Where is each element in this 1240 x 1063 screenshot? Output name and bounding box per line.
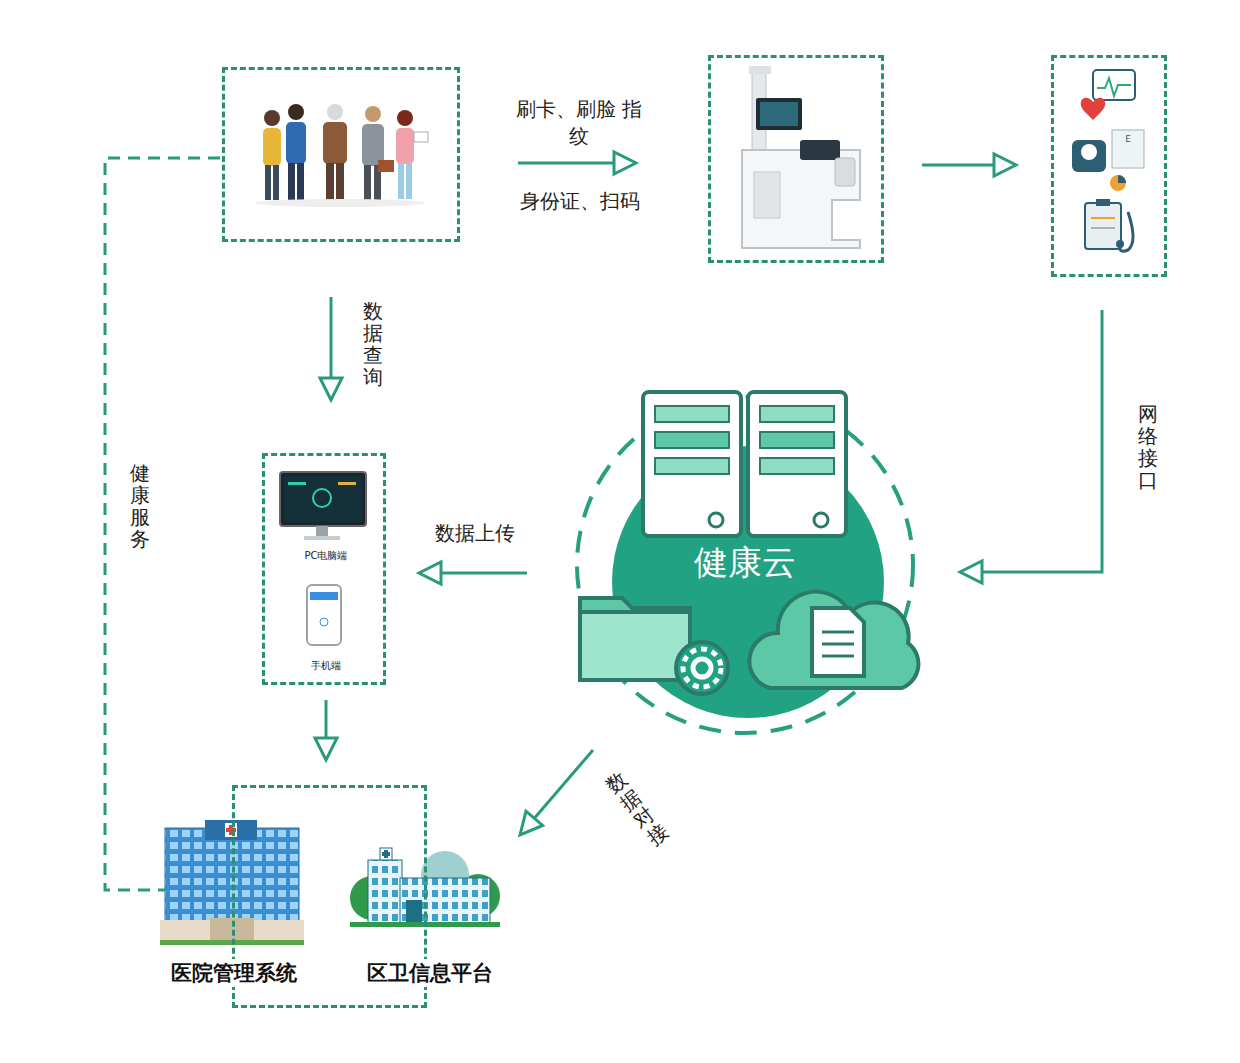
edge-label: 数据上传 xyxy=(425,520,525,547)
arrow-head xyxy=(419,562,441,584)
terminal-devices xyxy=(280,472,366,645)
arrow-head xyxy=(320,378,342,400)
arrow-connector xyxy=(320,297,342,400)
edge-label: 健康服务 xyxy=(130,462,150,550)
system-label: 医院管理系统 xyxy=(168,959,300,987)
arrow-head xyxy=(520,811,543,835)
terminal-label: 手机端 xyxy=(311,659,341,673)
eye-chart-mark: E xyxy=(1125,134,1131,144)
arrow-head xyxy=(994,154,1016,176)
edge-label: 身份证、扫码 xyxy=(505,188,655,215)
arrow-connector xyxy=(960,310,1102,583)
connector-line xyxy=(520,750,593,835)
edge-label: 数据对接 xyxy=(602,768,672,850)
terminal-box: PC电脑端手机端 xyxy=(262,453,386,685)
people-figures xyxy=(255,104,428,207)
kiosk-box xyxy=(708,55,884,263)
arrow-head xyxy=(614,152,636,174)
arrow-connector xyxy=(315,700,337,760)
dashed-connector xyxy=(105,158,220,890)
arrow-head xyxy=(960,561,982,583)
edge-label: 网络接口 xyxy=(1138,403,1158,491)
arrow-connector xyxy=(518,152,636,174)
cloud-title: 健康云 xyxy=(694,540,796,586)
connector-line xyxy=(105,158,220,890)
arrow-connector xyxy=(922,154,1016,176)
arrow-connector xyxy=(419,562,527,584)
people-box xyxy=(222,67,460,242)
system-label: 区卫信息平台 xyxy=(364,959,496,987)
check-items-box xyxy=(1051,55,1167,277)
system-box: 医院管理系统区卫信息平台 xyxy=(232,785,427,1008)
arrow-head xyxy=(315,738,337,760)
cloud-circle: 健康云 xyxy=(575,395,915,735)
health-check-icons: E xyxy=(1072,70,1144,251)
edge-label: 刷卡、刷脸 指纹 xyxy=(515,96,643,150)
edge-label: 数据查询 xyxy=(363,300,383,388)
health-cloud-graphic xyxy=(577,392,918,733)
health-kiosk xyxy=(742,66,860,248)
arrow-connector xyxy=(520,750,593,835)
connector-line xyxy=(960,310,1102,572)
terminal-label: PC电脑端 xyxy=(304,549,347,563)
